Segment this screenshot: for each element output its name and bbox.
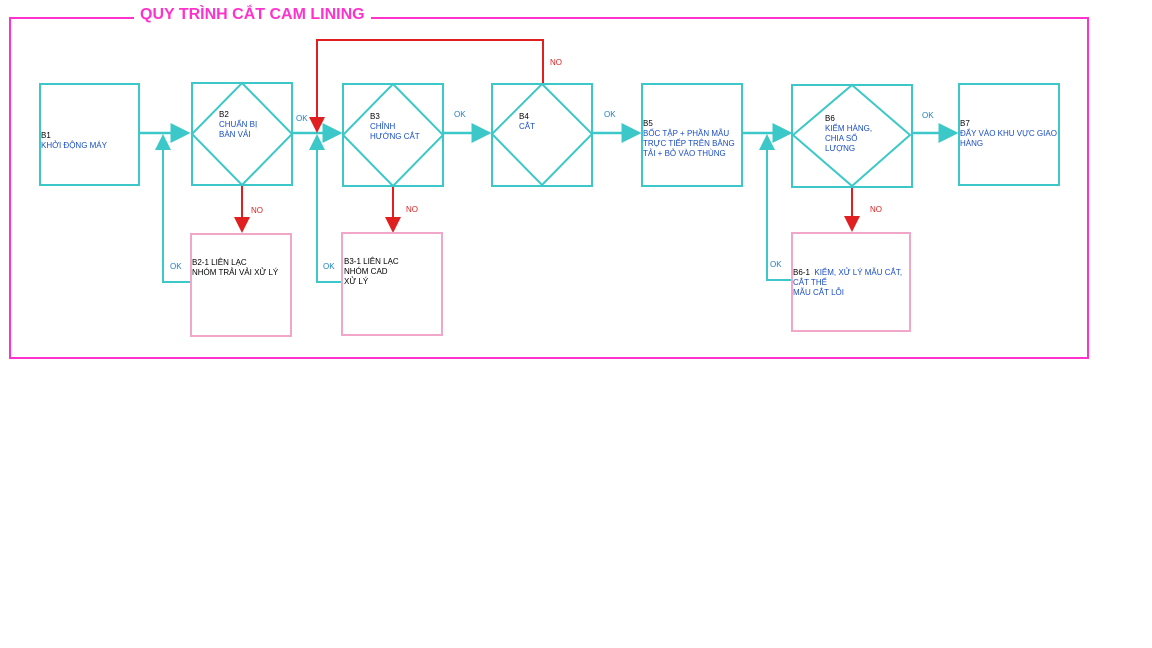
- error-box-b3-1: [341, 232, 443, 336]
- ok-label-b2-1: OK: [170, 262, 182, 271]
- error-b3-1-text: B3-1 LIÊN LẠC NHÓM CAD XỬ LÝ: [344, 257, 399, 286]
- reject-b4-loop: [309, 39, 544, 133]
- step-b4-text: B4 CẮT: [519, 112, 535, 131]
- step-b1-text: B1 KHỞI ĐỘNG MÁY: [41, 131, 107, 150]
- error-b6-1-text: B6-1 KIỂM, XỬ LÝ MẪU CẮT, CẮT THẾ MẪU CẮ…: [793, 268, 903, 297]
- step-box-b6: [791, 84, 913, 188]
- error-box-b6-1: [791, 232, 911, 332]
- ok-label-b3-1: OK: [323, 262, 335, 271]
- ok-label-b6: OK: [922, 111, 934, 120]
- step-box-b2: [191, 82, 293, 186]
- step-b7-text: B7 ĐẨY VÀO KHU VỰC GIAO HÀNG: [960, 119, 1057, 148]
- page-title: QUY TRÌNH CẮT CAM LINING: [134, 6, 371, 24]
- ok-label-b4: OK: [604, 110, 616, 119]
- no-label-b6: NO: [870, 205, 882, 214]
- return-b2-1: [155, 134, 190, 283]
- step-b5-text: B5 BỐC TẬP + PHẦN MẪU TRỰC TIẾP TRÊN BĂN…: [643, 119, 735, 158]
- step-box-b1: [39, 83, 140, 186]
- step-box-b3: [342, 83, 444, 187]
- step-b3-text: B3 CHỈNH HƯỚNG CẮT: [370, 112, 420, 141]
- ok-label-b6-1: OK: [770, 260, 782, 269]
- return-b3-1: [309, 134, 342, 283]
- process-frame: [9, 17, 1089, 359]
- ok-label-b2: OK: [296, 114, 308, 123]
- error-box-b2-1: [190, 233, 292, 337]
- step-box-b4: [491, 83, 593, 187]
- step-b2-text: B2 CHUẨN BỊ BÀN VẢI: [219, 110, 258, 139]
- no-label-b3: NO: [406, 205, 418, 214]
- no-label-b4: NO: [550, 58, 562, 67]
- return-b6-1: [759, 134, 791, 281]
- error-b2-1-text: B2-1 LIÊN LẠC NHÓM TRẢI VẢI XỬ LÝ: [192, 258, 279, 277]
- step-box-b7: [958, 83, 1060, 186]
- ok-label-b3: OK: [454, 110, 466, 119]
- no-label-b2: NO: [251, 206, 263, 215]
- step-b6-text: B6 KIỂM HÀNG, CHIA SỐ LƯỢNG: [825, 114, 873, 153]
- step-box-b5: [641, 83, 743, 187]
